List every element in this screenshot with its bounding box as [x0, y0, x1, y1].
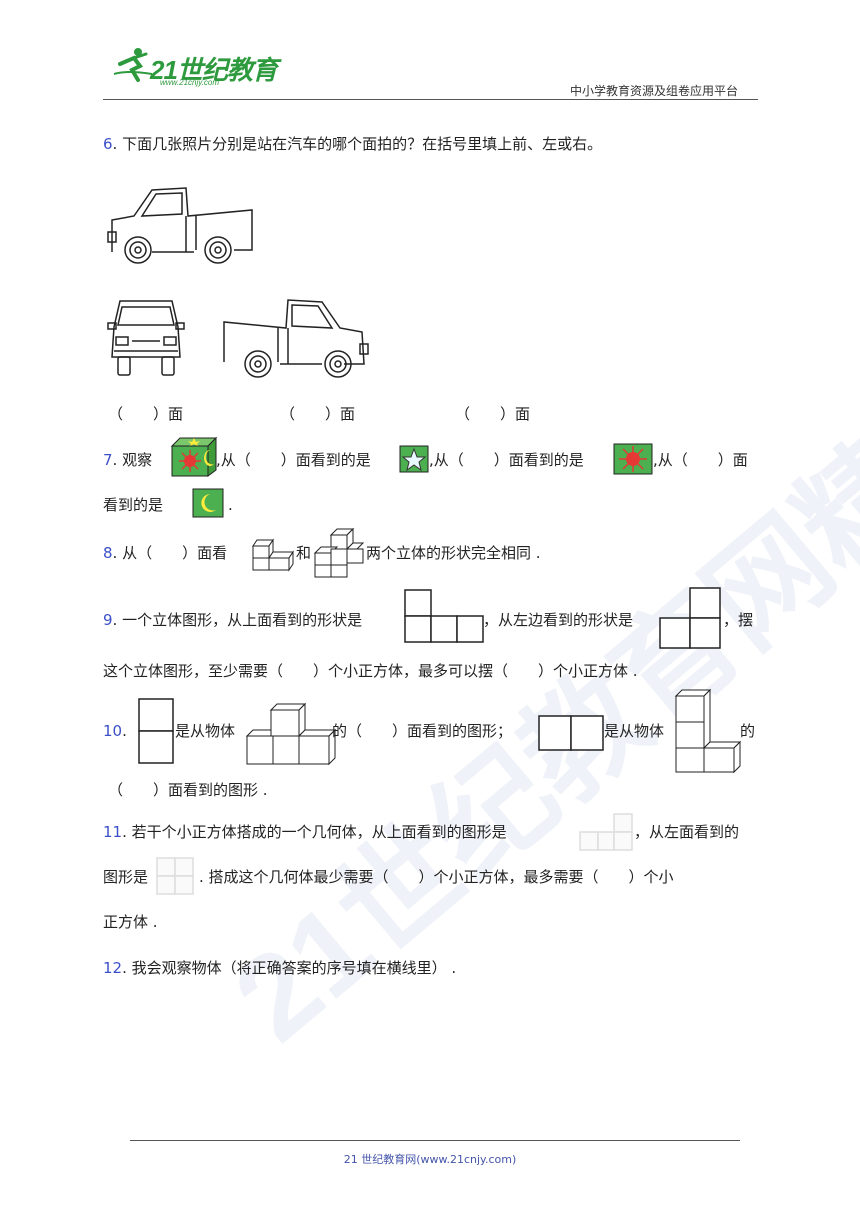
q8-text-b: 和: [296, 544, 312, 562]
truck-left-side-image: [107, 187, 253, 264]
horizontal-two-squares-image: [538, 715, 604, 751]
moon-face-icon: [192, 488, 224, 518]
star-face-icon: [399, 445, 429, 473]
q7-text-e: 看到的是: [103, 496, 164, 514]
vertical-two-squares-image: [138, 698, 174, 764]
question-7-line1-a: 7. 观察: [103, 449, 152, 471]
q9-line2: 这个立体图形，至少需要（ ）个小正方体，最多可以摆（ ）个小正方体 .: [103, 662, 638, 680]
question-number: 7: [103, 451, 113, 469]
q11-line2-b: . 搭成这个几何体最少需要（ ）个小正方体，最多需要（ ）个小: [199, 868, 674, 886]
question-10-text-a: 10.: [103, 720, 127, 742]
q6-blank-2: （ ）面: [280, 405, 356, 423]
logo-url-text: www.21cnjy.com: [160, 78, 219, 87]
question-number: 9: [103, 611, 113, 629]
q11-text-b: ，从左面看到的: [634, 823, 740, 841]
tower-cubes-image: [674, 688, 742, 774]
q6-blank-3: （ ）面: [455, 405, 531, 423]
q10-text-d: 是从物体: [604, 722, 665, 740]
cube-with-symbols-icon: [170, 436, 218, 477]
faint-top-view-image: [579, 813, 633, 851]
q9-text-b: ，从左边看到的形状是: [483, 611, 634, 629]
cube-stack-a-image: [252, 538, 294, 572]
q8-text-a: . 从（ ）面看: [112, 544, 228, 562]
logo: 21世纪教育 www.21cnjy.com: [112, 44, 282, 89]
header-divider: [103, 99, 758, 100]
q6-blank-1: （ ）面: [108, 405, 184, 423]
question-9-line1-a: 9. 一个立体图形，从上面看到的形状是: [103, 609, 362, 631]
faint-left-view-image: [156, 857, 194, 895]
question-8-text-a: 8. 从（ ）面看: [103, 542, 227, 564]
q10-text-c: 的（ ）面看到的图形；: [332, 722, 513, 740]
truck-front-image: [107, 300, 185, 376]
footer-divider: [130, 1140, 740, 1141]
logo-main-text: 21世纪教育: [150, 55, 278, 85]
question-number: 6: [103, 135, 113, 153]
q11-line2-a: 图形是: [103, 868, 149, 886]
stepped-cubes-image: [245, 702, 337, 766]
q7-text-b: ,从（ ）面看到的是: [216, 451, 371, 469]
q7-text-d: ,从（ ）面: [653, 451, 748, 469]
question-number: 10: [103, 722, 123, 740]
truck-right-side-image: [223, 299, 369, 378]
footer-text: 21 世纪教育网(www.21cnjy.com): [343, 1153, 517, 1166]
sun-face-icon: [613, 443, 653, 475]
q9-text-a: . 一个立体图形，从上面看到的形状是: [112, 611, 363, 629]
question-11-line1-a: 11. 若干个小正方体搭成的一个几何体，从上面看到的图形是: [103, 821, 507, 843]
question-12: 12. 我会观察物体（将正确答案的序号填在横线里） .: [103, 957, 456, 979]
q11-text-a: . 若干个小正方体搭成的一个几何体，从上面看到的图形是: [122, 823, 507, 841]
top-view-l-shape-image: [404, 589, 484, 643]
question-6: 6. 下面几张照片分别是站在汽车的哪个面拍的？在括号里填上前、左或右。: [103, 133, 602, 155]
q10-text-e: 的: [740, 722, 756, 740]
q7-text-c: ,从（ ）面看到的是: [429, 451, 584, 469]
q9-text-c: ，摆: [723, 611, 754, 629]
question-number: 11: [103, 823, 123, 841]
logo-runner-icon: [113, 48, 152, 82]
cube-stack-b-image: [313, 527, 365, 578]
q12-text: . 我会观察物体（将正确答案的序号填在横线里） .: [122, 959, 457, 977]
q10-text-a: .: [122, 722, 127, 740]
q8-text-c: 两个立体的形状完全相同 .: [366, 544, 541, 562]
question-text: . 下面几张照片分别是站在汽车的哪个面拍的？在括号里填上前、左或右。: [112, 135, 603, 153]
q11-line3: 正方体 .: [103, 913, 158, 931]
q10-line2: （ ）面看到的图形 .: [108, 781, 268, 799]
q10-text-b: 是从物体: [175, 722, 236, 740]
q7-text-f: .: [228, 496, 233, 514]
q7-text-a: . 观察: [112, 451, 153, 469]
left-view-shape-image: [659, 587, 721, 649]
header-right-text: 中小学教育资源及组卷应用平台: [570, 84, 739, 98]
question-number: 8: [103, 544, 113, 562]
question-number: 12: [103, 959, 123, 977]
